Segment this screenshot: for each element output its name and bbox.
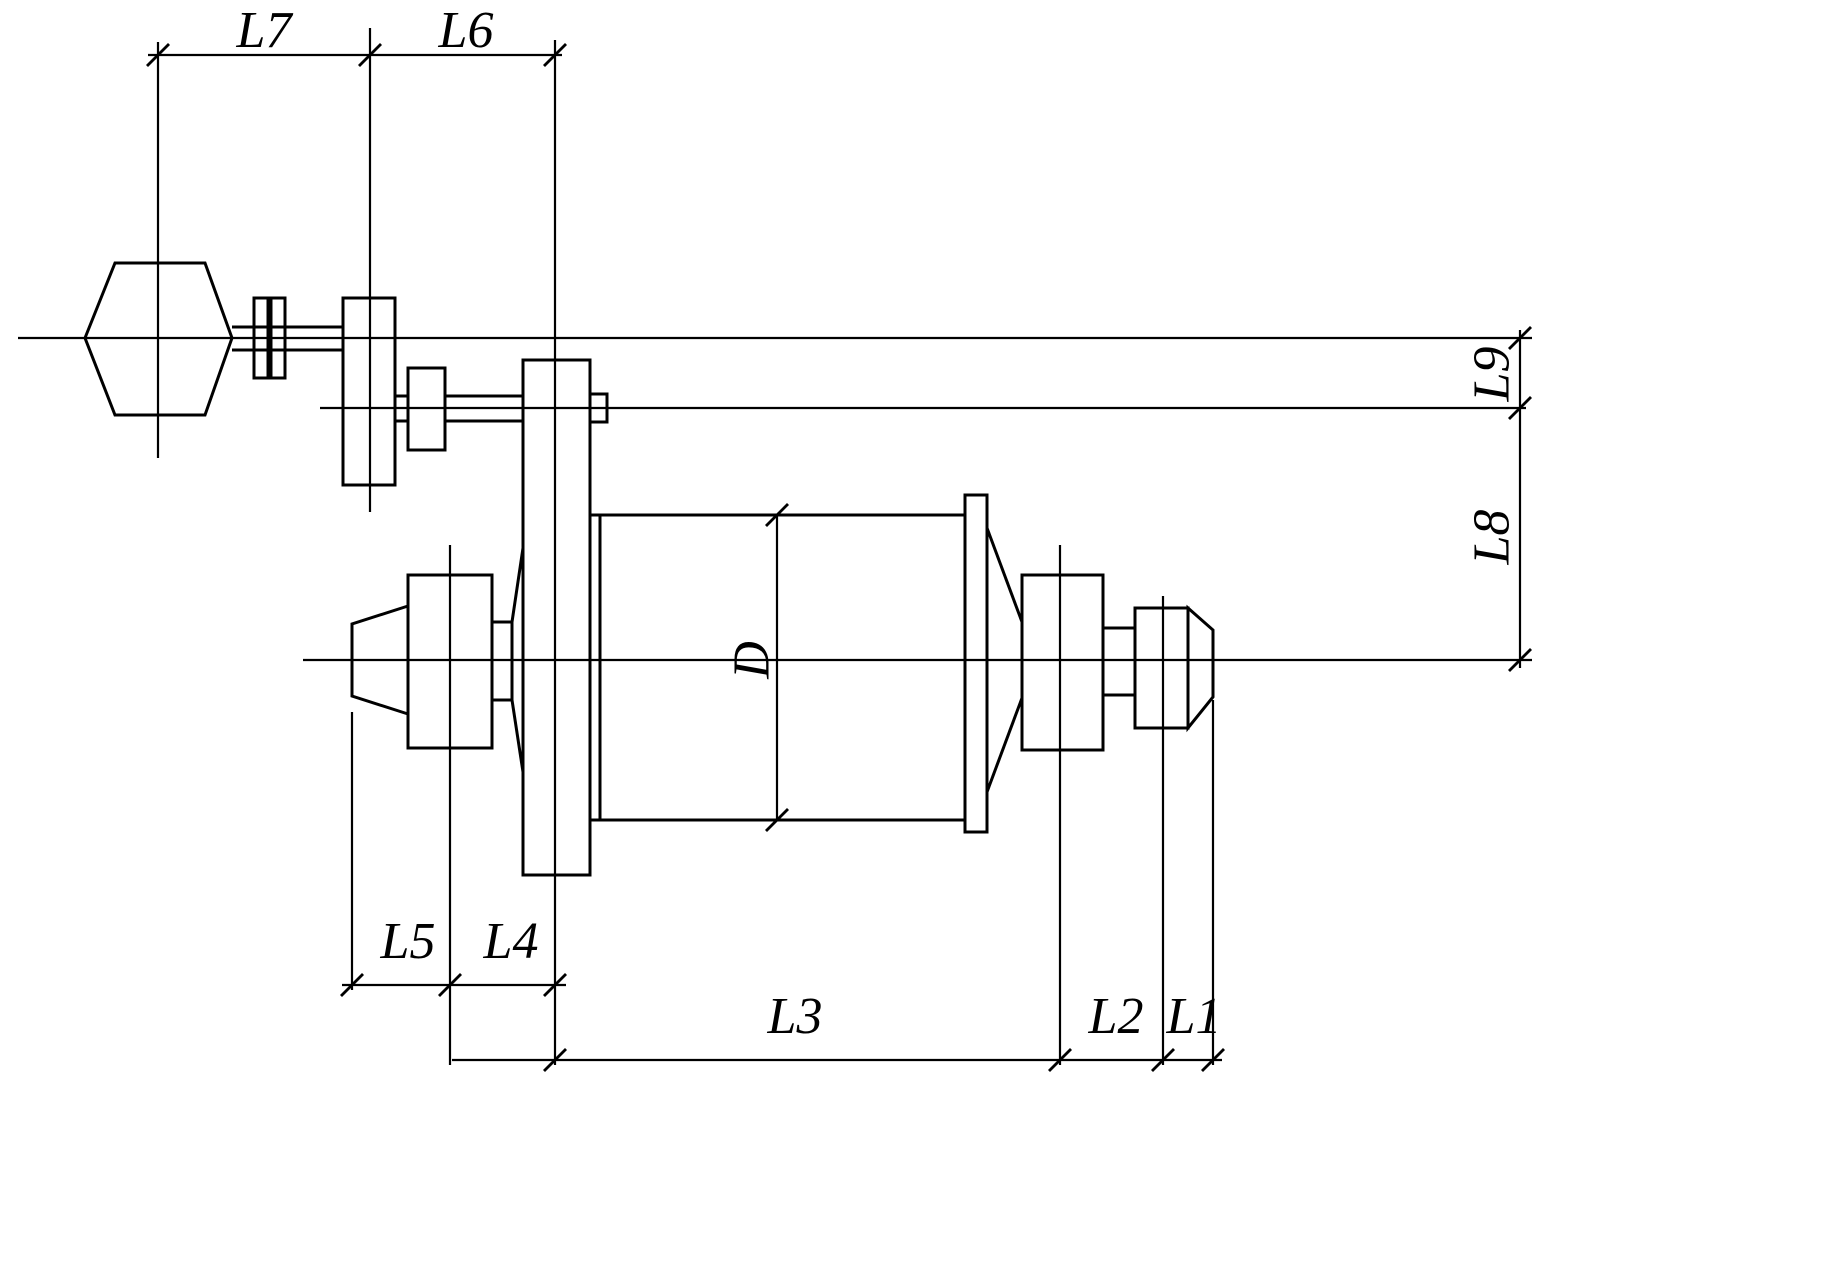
dimension-tick <box>340 973 364 997</box>
dimension-tick <box>1201 1048 1225 1072</box>
left-shaft-step <box>490 620 514 702</box>
coupling-disc-1 <box>252 296 270 380</box>
drum-right-flange <box>963 493 989 834</box>
right-gear <box>1020 573 1105 752</box>
intermediate-pinion <box>406 366 447 452</box>
dimension-tick <box>438 973 462 997</box>
dimension-label-l9: L9 <box>1464 347 1521 403</box>
right-cone-top-line <box>985 527 1024 623</box>
dimension-tick <box>543 43 567 67</box>
drive-wheel-hub-stub <box>588 392 609 424</box>
dimension-tick <box>1151 1048 1175 1072</box>
dimension-ticks <box>146 43 1532 1072</box>
dimension-tick <box>1048 1048 1072 1072</box>
motor-hexagon <box>83 261 234 417</box>
dimension-label-l5: L5 <box>380 913 436 970</box>
shaft-end-cap <box>1133 606 1190 730</box>
dimension-tick <box>543 1048 567 1072</box>
dimension-tick <box>543 973 567 997</box>
hub-cone-bottom-line <box>510 699 525 773</box>
dimension-label-l6: L6 <box>438 2 494 59</box>
dimension-label-l3: L3 <box>767 988 823 1045</box>
coupling-flange <box>341 296 397 487</box>
dimension-label-l7: L7 <box>236 2 294 59</box>
coupling-disc-2 <box>269 296 287 380</box>
dimension-tick <box>146 43 170 67</box>
dimension-tick <box>1508 648 1532 672</box>
drive-wheel <box>521 358 592 877</box>
dimension-label-l1: L1 <box>1166 988 1222 1045</box>
hub-cone-top-line <box>510 547 525 623</box>
dimension-tick <box>358 43 382 67</box>
dimension-label-l4: L4 <box>483 913 539 970</box>
dimension-tick <box>1508 326 1532 350</box>
dimension-label-l2: L2 <box>1088 988 1144 1045</box>
dimension-label-l8: L8 <box>1464 510 1521 566</box>
dimension-tick <box>1508 396 1532 420</box>
shaft-end-chamfer <box>1186 604 1215 733</box>
right-cone-bottom-line <box>985 697 1024 793</box>
dimension-label-d: D <box>724 641 781 680</box>
